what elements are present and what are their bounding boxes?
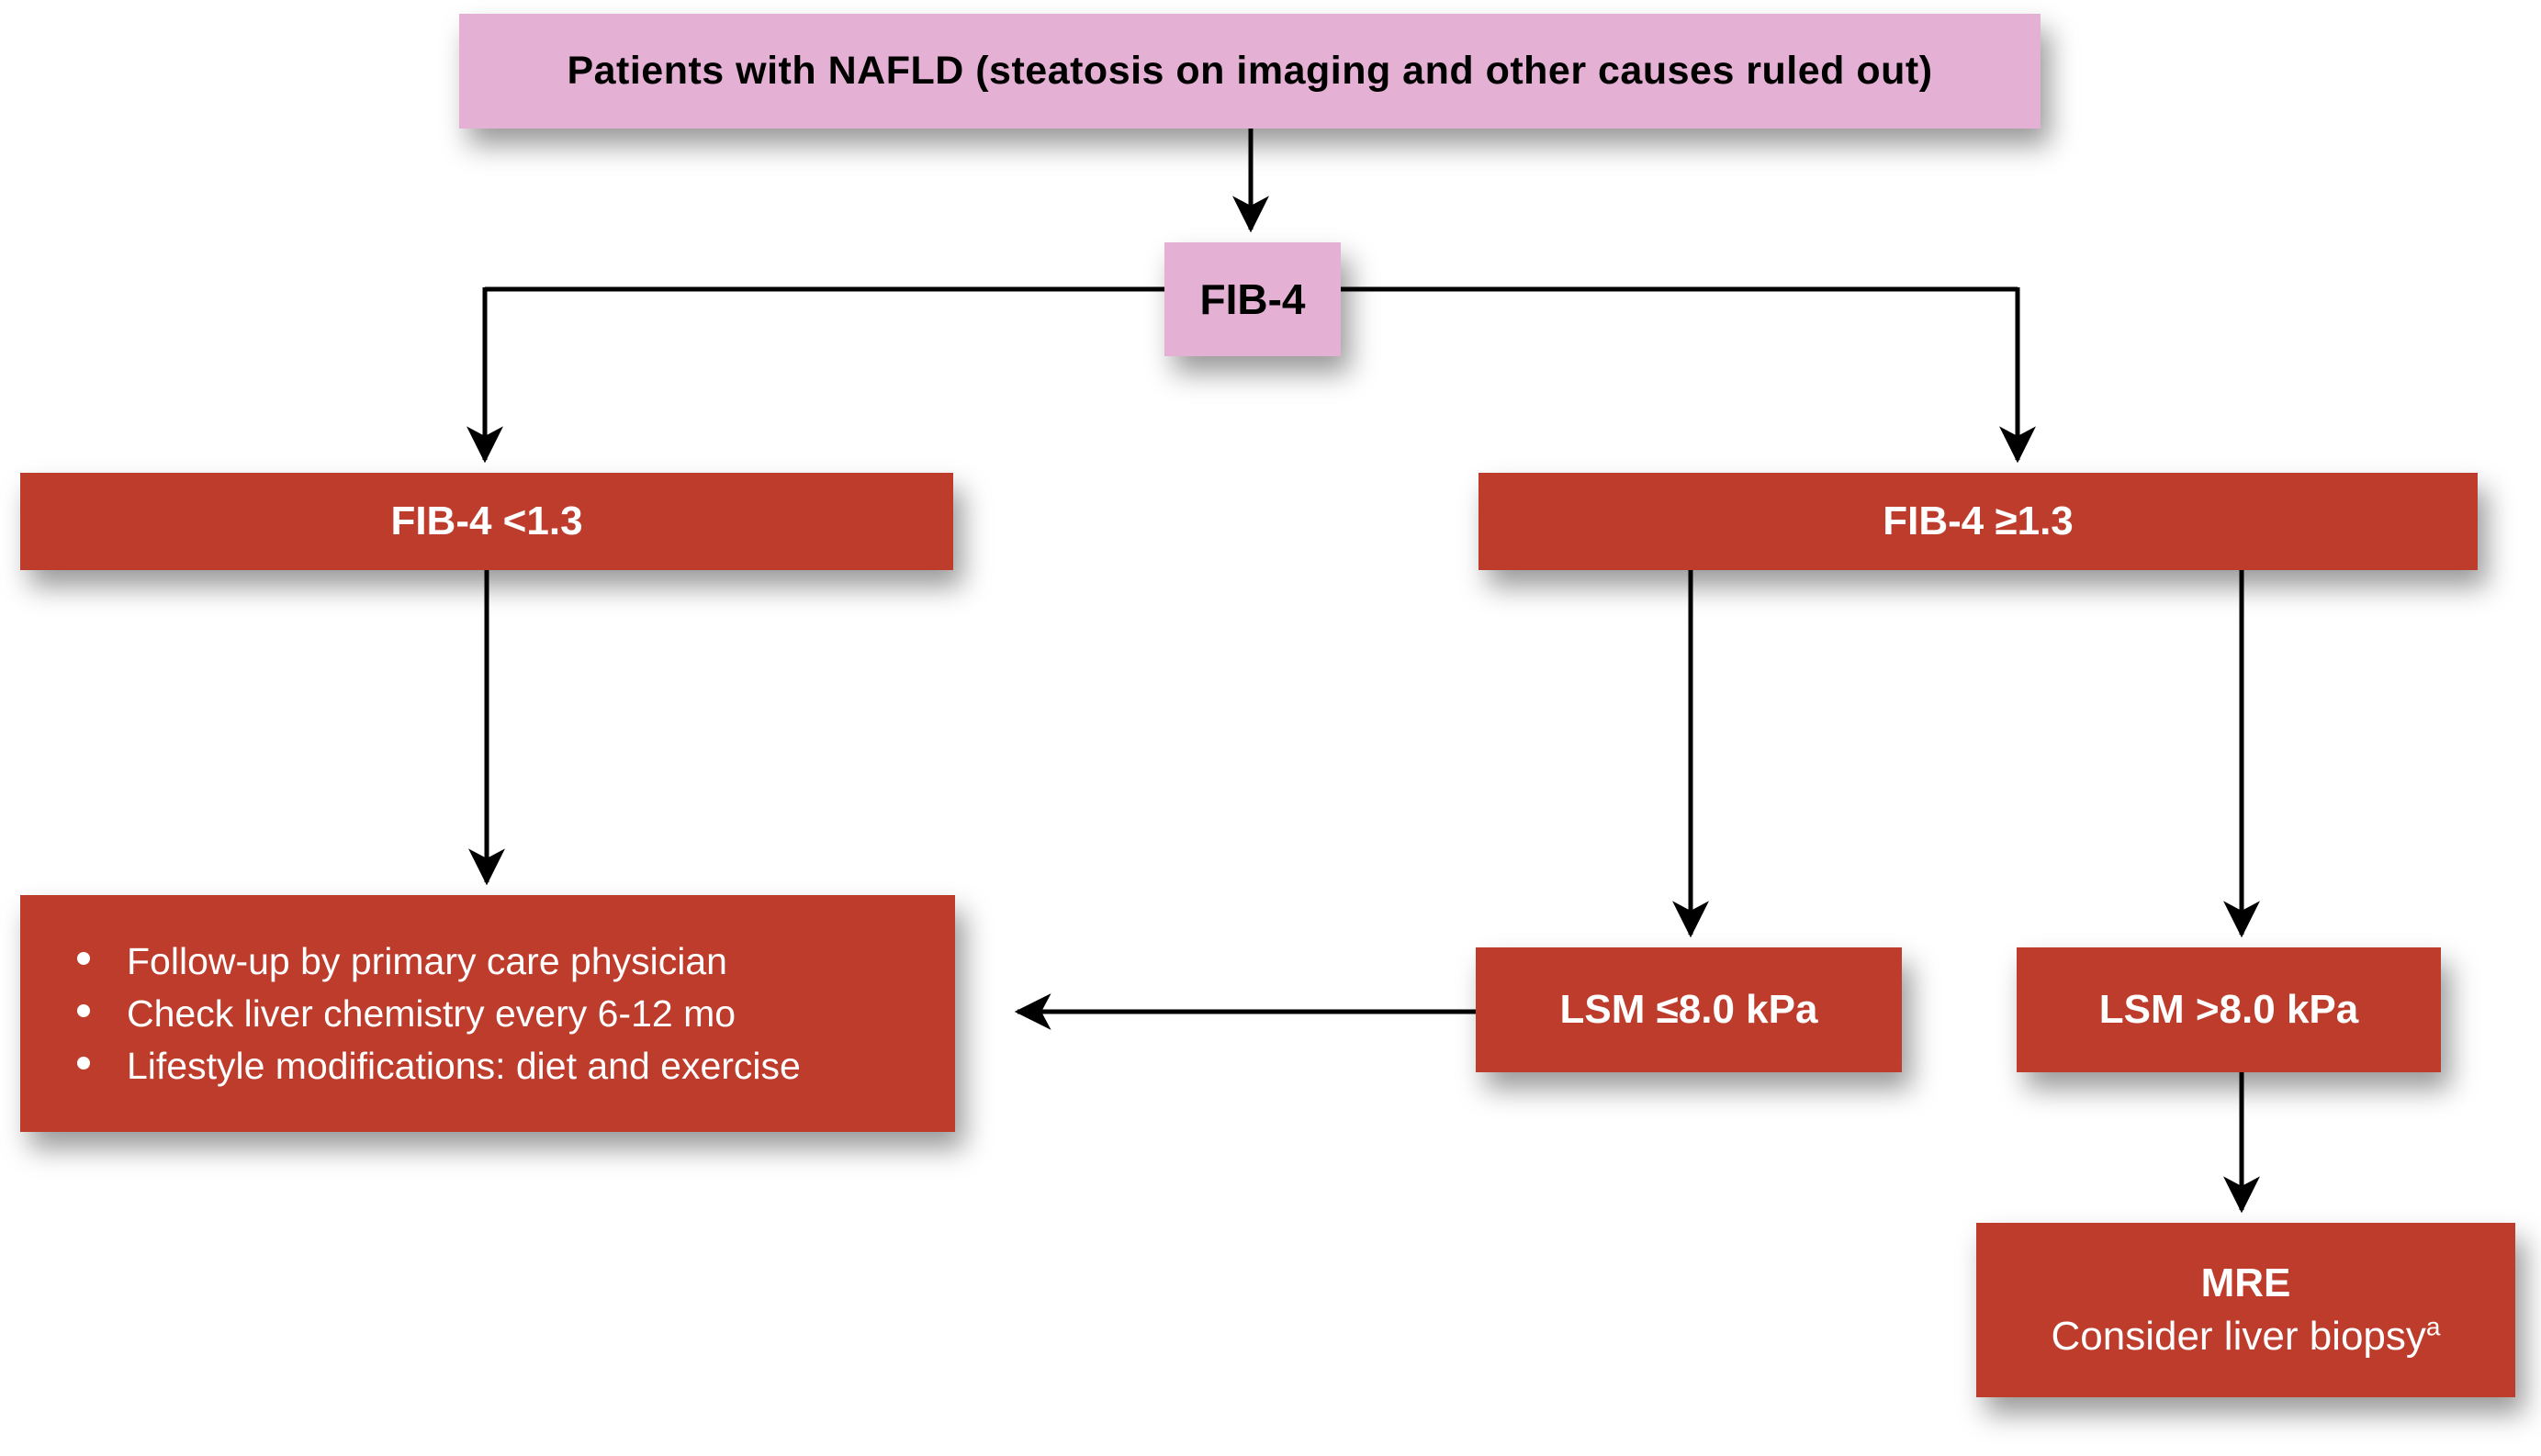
node-fib4-high-label: FIB-4 ≥1.3: [1883, 498, 2074, 543]
node-patients-nafld: Patients with NAFLD (steatosis on imagin…: [459, 14, 2041, 129]
node-fib4-decision: FIB-4: [1164, 242, 1341, 356]
node-mre-title: MRE: [2200, 1260, 2291, 1305]
node-fib4-decision-label: FIB-4: [1199, 275, 1306, 323]
footnote-marker: a: [2425, 1312, 2441, 1341]
node-lsm-low-label: LSM ≤8.0 kPa: [1559, 987, 1818, 1032]
management-bullet-3-text: Lifestyle modifications: diet and exerci…: [127, 1044, 801, 1087]
management-bullet-3: Lifestyle modifications: diet and exerci…: [77, 1040, 801, 1092]
node-management-plan: Follow-up by primary care physician Chec…: [20, 895, 955, 1132]
management-bullet-1: Follow-up by primary care physician: [77, 935, 727, 988]
bullet-icon: [77, 951, 90, 965]
bullet-icon: [77, 1003, 90, 1017]
node-lsm-high: LSM >8.0 kPa: [2017, 947, 2441, 1072]
node-lsm-low: LSM ≤8.0 kPa: [1476, 947, 1902, 1072]
management-bullet-2-text: Check liver chemistry every 6-12 mo: [127, 991, 736, 1035]
node-fib4-low: FIB-4 <1.3: [20, 473, 953, 570]
bullet-icon: [77, 1056, 90, 1070]
node-patients-nafld-label: Patients with NAFLD (steatosis on imagin…: [567, 49, 1933, 93]
management-bullet-2: Check liver chemistry every 6-12 mo: [77, 988, 736, 1040]
node-lsm-high-label: LSM >8.0 kPa: [2098, 987, 2359, 1032]
management-bullet-1-text: Follow-up by primary care physician: [127, 939, 727, 982]
node-mre: MRE Consider liver biopsya: [1976, 1223, 2515, 1397]
node-fib4-low-label: FIB-4 <1.3: [390, 498, 583, 543]
node-mre-subtitle: Consider liver biopsya: [2052, 1310, 2441, 1363]
node-fib4-high: FIB-4 ≥1.3: [1479, 473, 2478, 570]
node-mre-subtitle-text: Consider liver biopsy: [2051, 1314, 2426, 1359]
